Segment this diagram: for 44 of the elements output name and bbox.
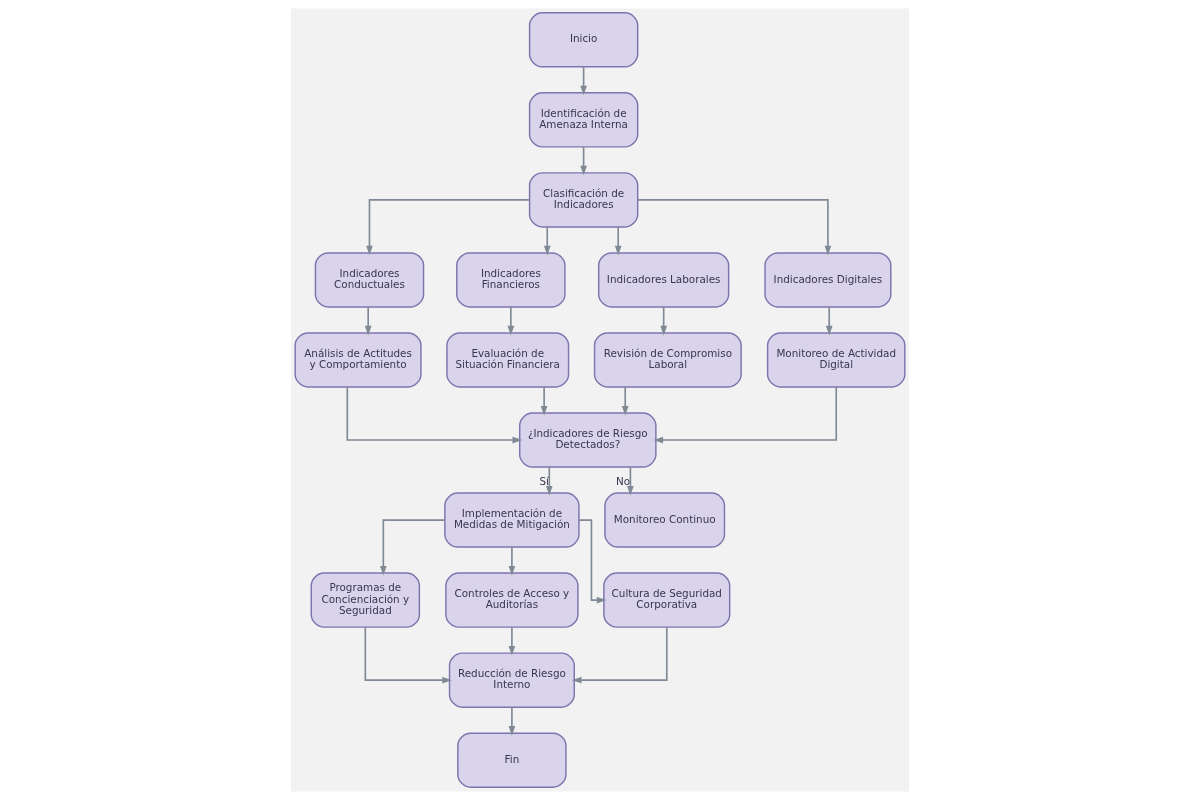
arrow — [380, 519, 446, 576]
node-box: Indicadores Digitales — [764, 252, 892, 308]
node-box: Implementación de Medidas de Mitigación — [444, 492, 580, 548]
edge-label: Sí — [539, 475, 549, 488]
node-box: Indicadores Financieros — [456, 252, 566, 308]
arrow — [621, 386, 629, 416]
arrow — [507, 306, 515, 336]
arrow — [660, 306, 667, 336]
arrow — [571, 626, 668, 684]
arrow — [346, 386, 523, 444]
arrow — [637, 199, 832, 256]
arrow — [543, 226, 551, 256]
arrow — [545, 466, 553, 496]
node-box: Fin — [457, 732, 567, 788]
node-box: Monitoreo de Actividad Digital — [766, 332, 906, 388]
node-box: Indicadores Conductuales — [314, 252, 425, 308]
node-box: Programas de Concienciación y Seguridad — [310, 572, 421, 628]
arrow — [627, 466, 634, 496]
node-box: Revisión de Compromiso Laboral — [593, 332, 742, 388]
arrow — [540, 386, 548, 416]
node-box: Monitoreo Continuo — [604, 492, 726, 548]
node-box: Análisis de Actitudes y Comportamiento — [294, 332, 422, 388]
arrow — [364, 626, 452, 684]
edge-label: No — [616, 475, 631, 488]
arrow — [580, 66, 587, 96]
arrow — [653, 386, 838, 444]
node-box: Cultura de Seguridad Corporativa — [603, 572, 731, 628]
arrow — [580, 146, 587, 176]
node-box: Inicio — [528, 12, 639, 68]
arrow — [508, 546, 516, 576]
arrow — [364, 306, 372, 336]
node-box: ¿Indicadores de Riesgo Detectados? — [518, 412, 657, 468]
node-box: Reducción de Riesgo Interno — [448, 652, 575, 708]
node-box: Indicadores Laborales — [597, 252, 730, 308]
node-box: Evaluación de Situación Financiera — [446, 332, 570, 388]
arrow — [508, 626, 516, 656]
arrow — [614, 226, 622, 256]
arrow — [366, 199, 531, 256]
node-box: Clasificación de Indicadores — [528, 172, 639, 228]
node-box: Identificación de Amenaza Interna — [528, 92, 639, 148]
node-box: Controles de Acceso y Auditorías — [445, 572, 579, 628]
arrow — [508, 706, 516, 736]
arrow — [825, 306, 833, 336]
arrow — [578, 519, 607, 604]
